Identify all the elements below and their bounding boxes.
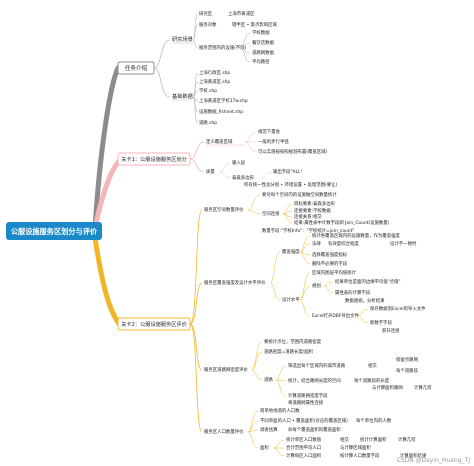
- s2-b-item-5: 数据透视，分析结果: [345, 297, 385, 304]
- s3-sub-6: 每个道路段的长度: [354, 377, 390, 384]
- root-node[interactable]: [6, 222, 102, 240]
- s1-label: 服务区空间数量评价: [204, 206, 244, 213]
- file-4: 上海黄浦区学校17w.shp: [199, 97, 248, 104]
- s3-label: 服务区道路网密度评价: [204, 366, 249, 373]
- s1-head: 要对每个空间内的设施做空间数量统计: [262, 191, 337, 198]
- s1-item-1: 目标要素:泰森多边形: [294, 200, 336, 207]
- s4-sub-6: 计算每区人口面积: [286, 452, 322, 459]
- s3-sub-2: 相交: [368, 362, 377, 369]
- s3-sub-5: 统计，结合路网长度的空间: [288, 377, 341, 384]
- s4-item-7: 合计范围平均人口: [286, 444, 321, 451]
- s3-sub-7: 与计算面积路网: [372, 384, 403, 391]
- s1-item-5: 数量字段:"学校Info"："学校统计=join_count": [262, 227, 354, 234]
- watermark: CSDN @Dayin_Huang_TJ: [397, 457, 471, 464]
- s4-label: 服务区人口数量评价: [204, 428, 244, 435]
- branch-1-label: 任务介绍: [125, 64, 148, 72]
- s1-sub: 空间连接: [262, 210, 280, 217]
- study-area-value: 上海市黄浦区: [228, 10, 255, 17]
- s4-sub-7: 按计算人口数量字段: [340, 452, 380, 459]
- study-area-label: 研究区: [199, 10, 213, 17]
- s4-sub-8: 计算面积结果: [400, 452, 427, 459]
- s3-item-1: 要统计点位，范围内道路密度: [264, 338, 322, 345]
- s2-a-item-1: 统计各覆盖区域内的设施数量，作为覆盖强度: [312, 232, 400, 239]
- file-2: 上海黄浦区.shp: [199, 78, 230, 85]
- s4-item-3: 调查估算: [260, 426, 278, 433]
- s2-b-item-9: 新开连接: [382, 327, 400, 334]
- s2-a-label: 覆盖强度: [282, 248, 300, 255]
- service-object-value: 辖半区 • 景点影响区域: [232, 21, 278, 28]
- facility-item-4: 平均路径: [252, 58, 270, 65]
- s2-b-label: 设计水平: [282, 296, 300, 303]
- s4-sub-1: 面积: [260, 444, 269, 451]
- voronoi-env: 所有统一性总分组 • 环境设置 • 处理范围(要让): [244, 181, 338, 188]
- voronoi-tool: 泰森多边形: [232, 174, 255, 181]
- s3-sub-1: 筛选出每个区域内的城市道路: [288, 362, 346, 369]
- root-label: 公服设施服务区划分与评价: [11, 227, 98, 236]
- branch-3-label: 关卡2：公服设施服务区评价: [121, 320, 187, 328]
- branch-3-curve: [92, 235, 123, 328]
- coverage-item-1: 规范下量会: [258, 128, 281, 135]
- voronoi-output-field: 输出字段"ALL": [273, 168, 303, 175]
- facility-label: 服务范围内的设施(不限): [199, 44, 247, 51]
- s2-a-sub-2: 设计不一致时: [390, 240, 417, 247]
- basic-data: 基础数据: [172, 92, 193, 100]
- s4-item-1: 简单地地道的人口数: [260, 407, 300, 414]
- s4-sub-2: 相交: [340, 436, 349, 443]
- s2-b-item-2: 规划: [312, 282, 321, 289]
- s2-a-item-4: 删除不必要的字段: [312, 260, 348, 267]
- study-scene: 研究场景: [172, 35, 193, 43]
- s4-sub-3: 统计计算面积: [360, 436, 387, 443]
- s4-item-5: 命每个覆盖面积的覆盖面积: [288, 426, 341, 433]
- b1-link-study: [153, 39, 171, 69]
- coverage-item-2: 一般的步行半径: [258, 138, 289, 145]
- s1-item-2: 连接要素:学校数据: [294, 207, 331, 214]
- s4-item-2: 不同单面的人口 • 覆盖面积(对应的覆盖区域): [260, 417, 348, 424]
- s2-b-item-1: 区域内图层平均值统计: [312, 269, 357, 276]
- file-6: 道路.shp: [199, 119, 217, 126]
- s3-item-3: 道路: [264, 376, 273, 383]
- s4-sub-5: 与计算区域面积: [340, 444, 371, 451]
- s3-sub-9: 计算道路网密度字段: [288, 392, 328, 399]
- s3-sub-10: 将道路网属性连接: [288, 399, 324, 406]
- s2-b-item-6: Excel打开DBF导出文件: [312, 312, 360, 319]
- voronoi-input: 输入层: [232, 159, 246, 166]
- s2-b-item-8: 新数字字段: [370, 319, 393, 326]
- facility-item-3: 道路网数据: [252, 49, 275, 56]
- define-coverage: 定义覆盖区域: [206, 138, 233, 145]
- file-3: 学校.shp: [199, 87, 217, 94]
- s3-sub-8: 计算几何: [414, 384, 432, 391]
- s2-b-item-3: 结果单位是面的边缘平均值"点值": [335, 278, 401, 285]
- s1-item-3: 连接关系:相交: [294, 213, 322, 220]
- s3-sub-4: 每个道路段: [396, 367, 419, 374]
- s2-a-item-2: 法律: [312, 240, 321, 247]
- s2-a-item-3: 选择覆盖强度指标: [312, 251, 348, 258]
- s4-sub-4: 计算几何: [398, 436, 416, 443]
- s3-sub-3: 保留点路网: [396, 356, 419, 363]
- s2-b-item-4: 属性表的计算字段: [335, 289, 371, 296]
- s1-item-4: 结果:属性表中计数字段即 Join_Count(设施数量): [294, 219, 390, 226]
- s2-label: 服务区覆盖强度及设计水平评价: [204, 279, 266, 286]
- branch-2-label: 关卡1：公服设施服务区划分: [121, 155, 187, 163]
- facility-item-1: 学校数据: [252, 29, 270, 36]
- voronoi-node: 质量: [206, 168, 215, 175]
- coverage-item-3: 可以实施按按照规划布置(覆盖区域): [258, 148, 328, 155]
- s2-a-sub-1: 有效度综合程度: [328, 240, 359, 247]
- s4-item-6: 统计单区人口数值: [286, 436, 322, 443]
- s3-item-2: 道路密度=道路长度/面积: [264, 348, 314, 355]
- b1-link-basic: [153, 67, 171, 98]
- facility-item-2: 餐饮店数据: [252, 39, 275, 46]
- service-object-label: 服务对象: [199, 21, 217, 28]
- s4-item-4: 每个单位内的人数: [356, 417, 392, 424]
- file-5: 设施数据_fishnet.shp: [199, 108, 243, 115]
- file-1: 上海行政区.shp: [199, 69, 230, 76]
- branch-1-curve: [92, 65, 121, 231]
- s2-b-item-7: 保存数据到Excel的导入文件: [370, 305, 426, 312]
